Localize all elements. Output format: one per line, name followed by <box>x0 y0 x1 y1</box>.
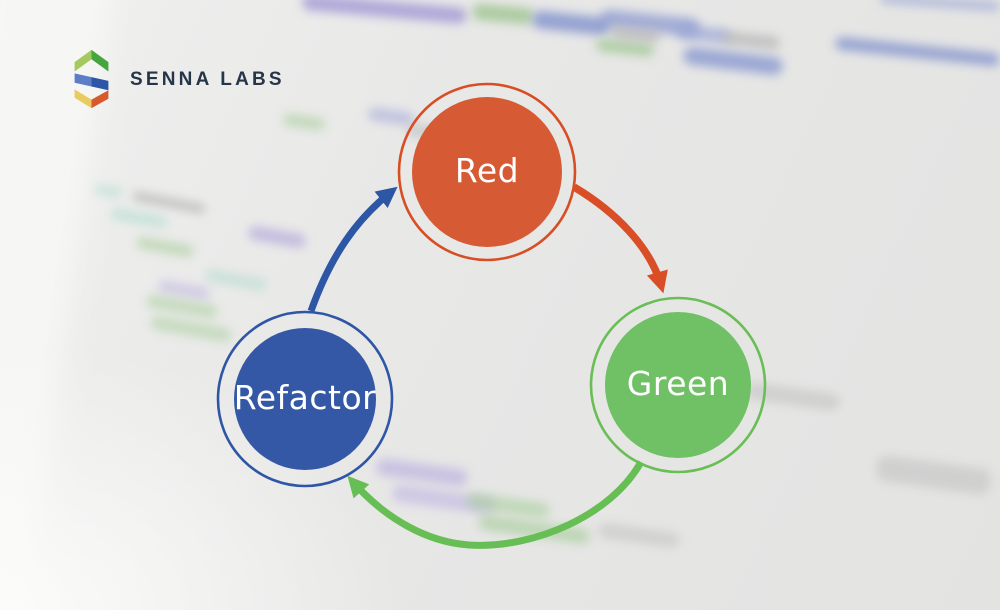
arrow-red-to-green <box>572 183 668 294</box>
logo-facet-green-light <box>74 49 92 72</box>
refactor-node-disc <box>234 328 376 470</box>
green-node-ring <box>589 296 767 474</box>
arrow-green-to-refactor <box>347 460 645 549</box>
red-node-label: Red <box>454 150 520 190</box>
refactor-node-ring <box>216 310 394 488</box>
red-node-disc <box>412 97 562 247</box>
arrow-refactor-to-red <box>307 186 398 313</box>
logo-facet-yellow <box>74 89 92 109</box>
brand-name: SENNA LABS <box>130 69 285 90</box>
brand-lockup: SENNA LABS <box>71 48 285 110</box>
logo-facet-blue-dark <box>91 77 109 91</box>
red-node-ring <box>397 82 577 262</box>
green-node-label: Green <box>626 363 730 403</box>
logo-facet-green-dark <box>91 49 109 72</box>
logo-facet-orange <box>91 90 109 109</box>
refactor-node-label: Refactor <box>233 377 377 417</box>
green-node-disc <box>605 312 751 458</box>
senna-labs-logo-icon <box>74 49 109 109</box>
logo-facet-blue-light <box>74 73 92 87</box>
